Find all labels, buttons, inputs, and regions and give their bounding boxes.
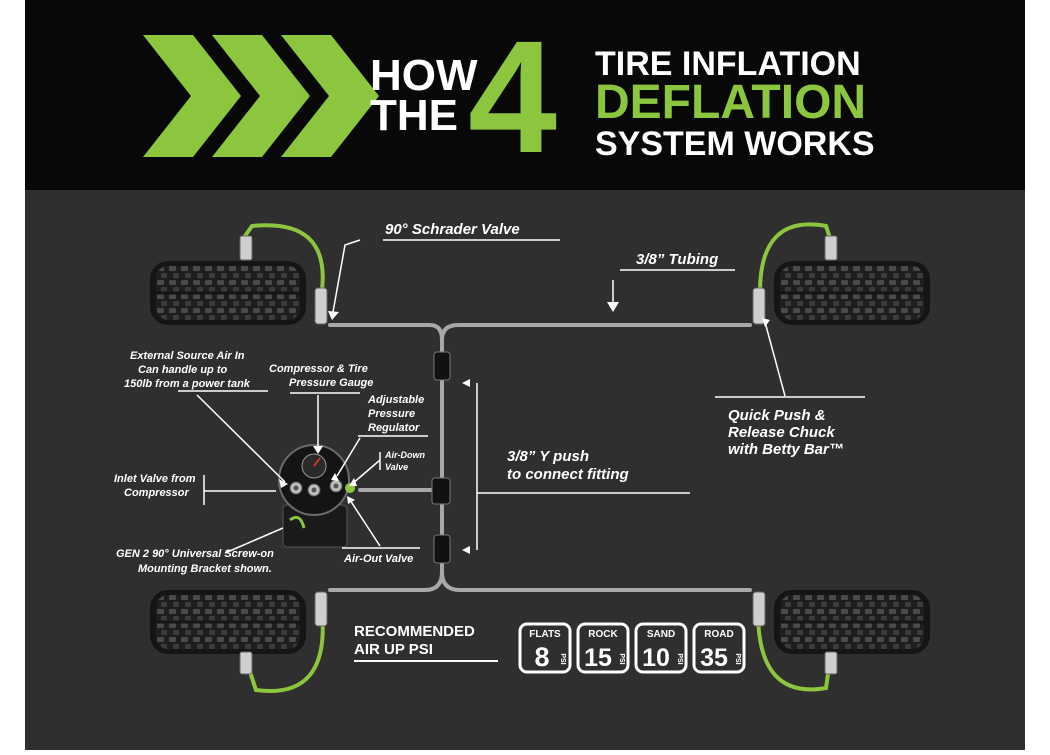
tire-front-left xyxy=(148,259,308,327)
label-air-down-1: Air-Down xyxy=(384,450,425,460)
badge-rock-value: 15 xyxy=(584,644,612,672)
green-air-hoses xyxy=(243,222,832,693)
label-bracket-1: GEN 2 90° Universal Screw-on xyxy=(116,548,274,560)
badge-rock-name: ROCK xyxy=(588,629,618,640)
psi-badge-flats: FLATS 8 PSI xyxy=(518,622,572,674)
label-air-out-valve: Air-Out Valve xyxy=(343,553,413,565)
psi-badge-sand: SAND 10 PSI xyxy=(634,622,688,674)
label-external-source-1: External Source Air In xyxy=(130,350,245,362)
tire-rear-right xyxy=(772,588,932,656)
badge-flats-unit: PSI xyxy=(559,653,566,664)
header-system-works: SYSTEM WORKS xyxy=(595,125,875,163)
label-external-source-2: Can handle up to xyxy=(138,364,228,376)
header-deflation: DEFLATION xyxy=(595,76,866,129)
tubing-network xyxy=(328,323,752,592)
header-tire-inflation: TIRE INFLATION xyxy=(595,45,861,83)
label-y-push-2: to connect fitting xyxy=(507,466,629,483)
pressure-gauge-unit xyxy=(278,444,355,548)
badge-sand-name: SAND xyxy=(647,629,675,640)
label-compressor-1: Compressor & Tire xyxy=(269,363,368,375)
badge-sand-value: 10 xyxy=(642,644,670,672)
label-y-push-1: 3/8” Y push xyxy=(507,448,589,465)
header-how: HOW xyxy=(370,51,478,100)
psi-badges: FLATS 8 PSI ROCK 15 PSI SAND 10 PSI ROAD… xyxy=(518,622,746,674)
callout-arrowheads xyxy=(279,302,770,554)
label-regulator-1: Adjustable xyxy=(367,394,424,406)
label-schrader-valve: 90° Schrader Valve xyxy=(385,221,520,238)
badge-road-unit: PSI xyxy=(734,653,741,664)
recommended-subtitle: AIR UP PSI xyxy=(354,641,433,658)
label-external-source-3: 150lb from a power tank xyxy=(124,378,251,390)
label-bracket-2: Mounting Bracket shown. xyxy=(138,563,272,575)
psi-badge-rock: ROCK 15 PSI xyxy=(576,622,630,674)
label-chuck-1: Quick Push & xyxy=(728,407,826,424)
label-chuck-2: Release Chuck xyxy=(728,424,835,441)
valve-fittings xyxy=(239,235,838,675)
badge-road-value: 35 xyxy=(700,644,728,672)
label-chuck-3: with Betty Bar™ xyxy=(728,441,844,458)
badge-flats-name: FLATS xyxy=(529,629,561,640)
psi-badge-road: ROAD 35 PSI xyxy=(692,622,746,674)
badge-road-name: ROAD xyxy=(704,629,733,640)
badge-rock-unit: PSI xyxy=(618,653,625,664)
label-air-down-2: Valve xyxy=(385,462,408,472)
badge-sand-unit: PSI xyxy=(676,653,683,664)
tire-front-right xyxy=(772,259,932,327)
label-inlet-2: Compressor xyxy=(124,487,190,499)
recommended-title: RECOMMENDED xyxy=(354,623,475,640)
tire-rear-left xyxy=(148,588,308,656)
chevron-arrows-icon xyxy=(143,35,379,157)
badge-flats-value: 8 xyxy=(534,642,549,672)
label-inlet-1: Inlet Valve from xyxy=(114,473,196,485)
y-push-fittings xyxy=(431,351,451,564)
label-tubing: 3/8” Tubing xyxy=(636,251,718,268)
label-regulator-2: Pressure xyxy=(368,408,415,420)
header-the: THE xyxy=(370,91,458,140)
header-four: 4 xyxy=(468,7,557,186)
callout-lines xyxy=(178,239,865,554)
label-regulator-3: Regulator xyxy=(368,422,420,434)
label-compressor-2: Pressure Gauge xyxy=(289,377,373,389)
